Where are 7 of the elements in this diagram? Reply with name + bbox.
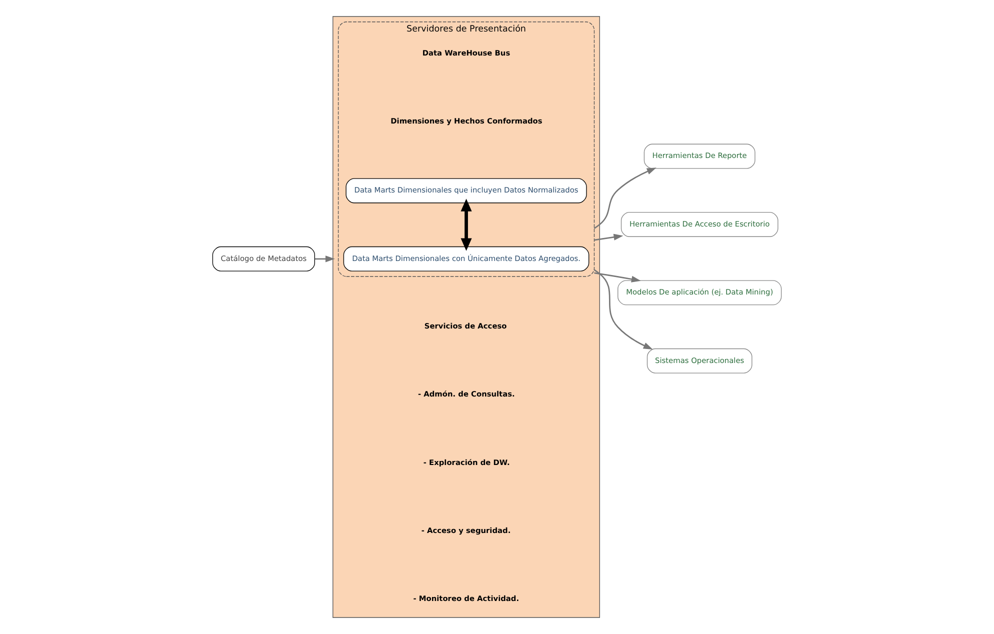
cluster [332,16,600,618]
arrow [314,256,335,262]
arrow [594,272,641,282]
arrow [594,234,624,241]
arrow [594,269,653,350]
arrow [594,168,656,230]
arrow [460,198,472,251]
